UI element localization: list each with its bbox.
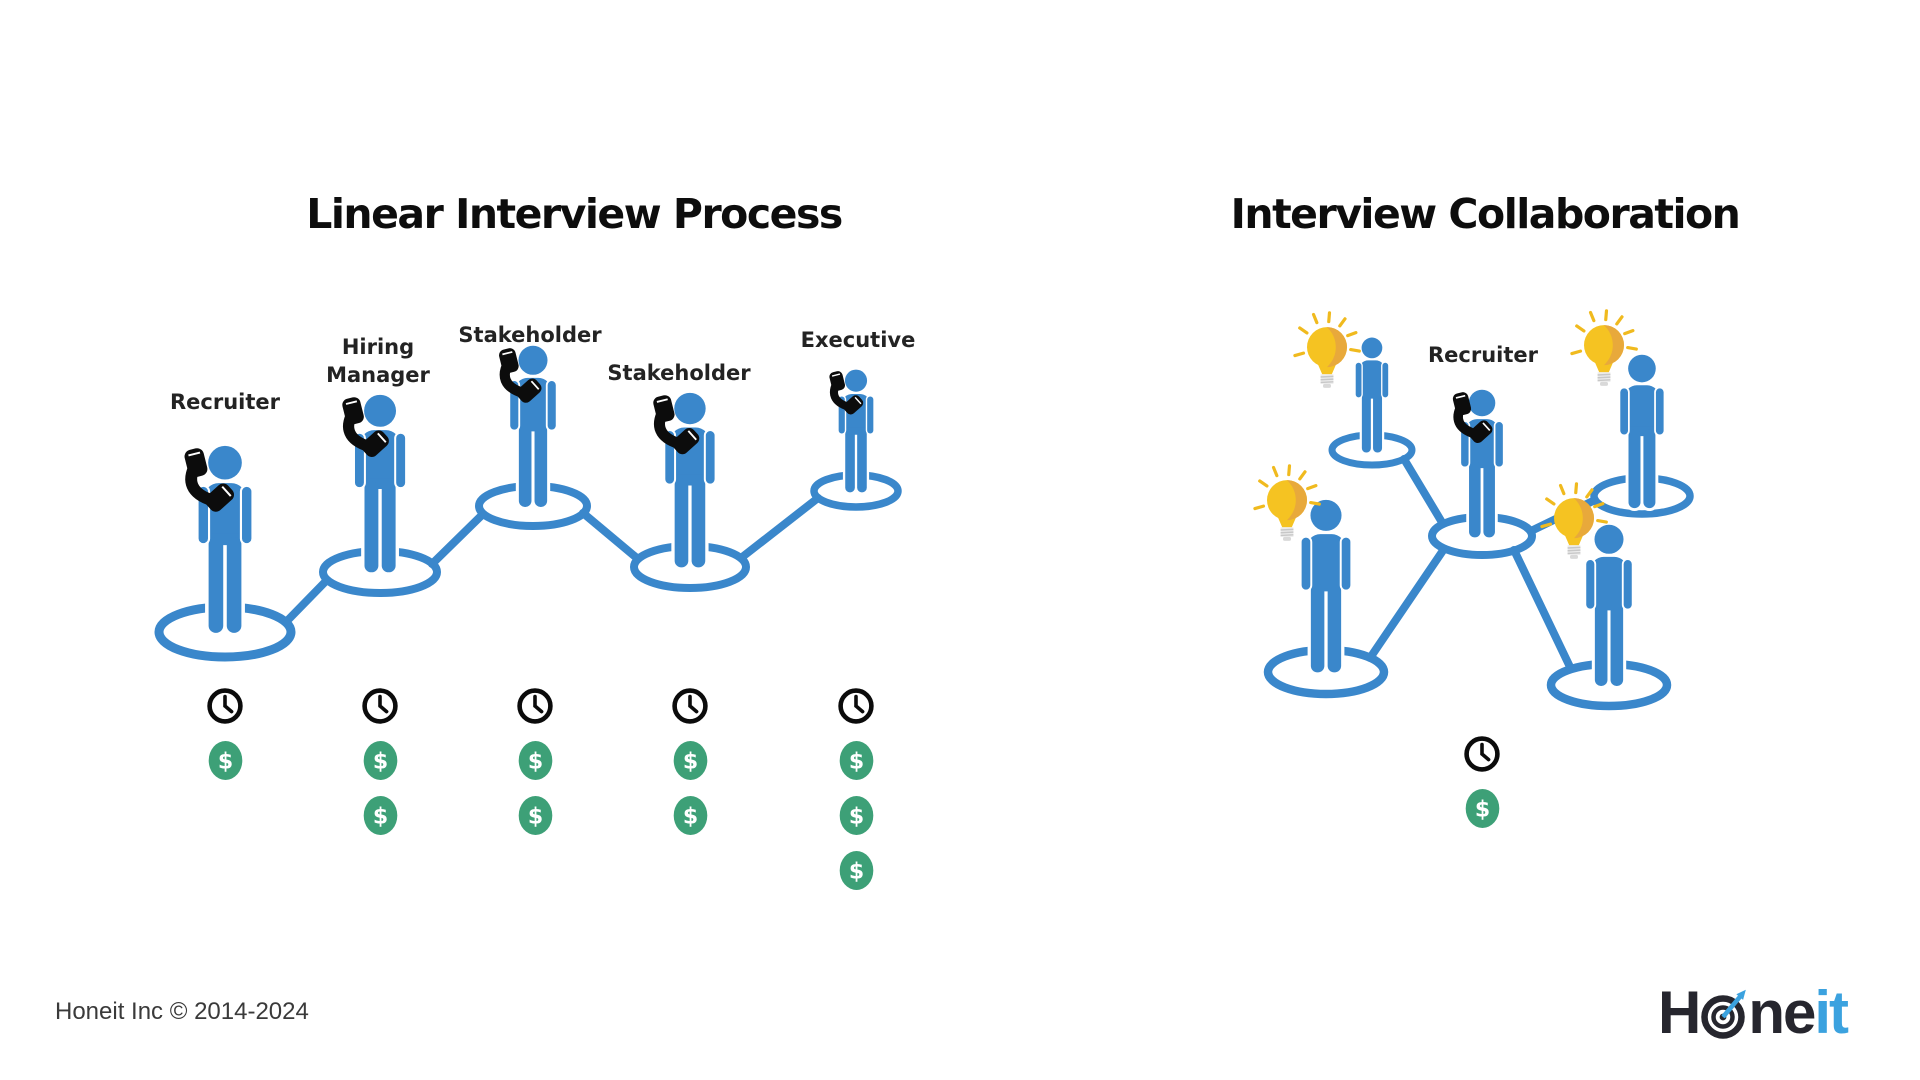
- lightbulb-icon: [1253, 464, 1321, 543]
- svg-text:$: $: [527, 750, 542, 775]
- linear-path-lines: [283, 494, 822, 625]
- cost-column-stakeholder-2: $ $: [668, 686, 712, 836]
- connection-line: [1366, 545, 1448, 662]
- clock-icon: [517, 688, 553, 724]
- role-label-executive: Executive: [800, 328, 916, 352]
- svg-text:$: $: [848, 750, 863, 775]
- role-label-hiring-manager: Hiring Manager: [326, 335, 430, 387]
- svg-text:$: $: [848, 805, 863, 830]
- lightbulb-icon: [1293, 311, 1361, 390]
- svg-text:$: $: [682, 750, 697, 775]
- clock-icon: [207, 688, 243, 724]
- person-figure-collab-top-right: [1619, 355, 1664, 508]
- clock-icon: [672, 688, 708, 724]
- dollar-icon: $: [363, 741, 397, 780]
- clock-icon: [838, 688, 874, 724]
- svg-text:$: $: [1474, 798, 1489, 823]
- dollar-icon: $: [673, 741, 707, 780]
- cost-column-stakeholder-1: $ $: [513, 686, 557, 836]
- connection-line: [1510, 546, 1575, 673]
- svg-text:$: $: [682, 805, 697, 830]
- person-figure-recruiter: [198, 446, 253, 633]
- connection-line: [428, 510, 487, 568]
- dollar-icon: $: [839, 741, 873, 780]
- role-label-collab-recruiter: Recruiter: [1427, 343, 1539, 367]
- clock-icon: [362, 688, 398, 724]
- person-figure-collab-bottom-left: [1301, 500, 1352, 673]
- dollar-icon: $: [1465, 789, 1499, 828]
- svg-text:$: $: [372, 750, 387, 775]
- right-title: Interview Collaboration: [1230, 190, 1741, 238]
- cost-column-collaboration: $: [1460, 734, 1504, 829]
- svg-text:$: $: [848, 860, 863, 885]
- dollar-icon: $: [839, 796, 873, 835]
- cost-column-executive: $ $ $: [834, 686, 878, 891]
- role-label-stakeholder-2: Stakeholder: [607, 361, 751, 385]
- bullseye-icon: [1701, 989, 1747, 1039]
- logo-text-ne: ne: [1748, 978, 1816, 1046]
- person-figure-collab-top-left: [1355, 338, 1389, 453]
- dollar-icon: $: [518, 741, 552, 780]
- dollar-icon: $: [518, 796, 552, 835]
- left-title: Linear Interview Process: [306, 190, 843, 238]
- connection-line: [737, 494, 822, 562]
- connection-line: [1400, 455, 1447, 528]
- svg-text:$: $: [527, 805, 542, 830]
- cost-column-hiring-manager: $ $: [358, 686, 402, 836]
- clock-icon: [1464, 736, 1500, 772]
- logo-text-it: it: [1814, 978, 1849, 1046]
- dollar-icon: $: [363, 796, 397, 835]
- logo-text-h: H: [1658, 978, 1701, 1046]
- cost-column-recruiter: $: [203, 686, 247, 781]
- copyright-text: Honeit Inc © 2014-2024: [55, 998, 309, 1025]
- svg-text:$: $: [217, 750, 232, 775]
- dollar-icon: $: [208, 741, 242, 780]
- honeit-logo: H ne it: [1658, 978, 1849, 1046]
- role-label-recruiter: Recruiter: [169, 390, 281, 414]
- connection-line: [579, 509, 642, 563]
- dollar-icon: $: [673, 796, 707, 835]
- connection-line: [283, 576, 331, 625]
- svg-text:$: $: [372, 805, 387, 830]
- dollar-icon: $: [839, 851, 873, 890]
- person-figure-collab-bottom-right: [1585, 525, 1632, 686]
